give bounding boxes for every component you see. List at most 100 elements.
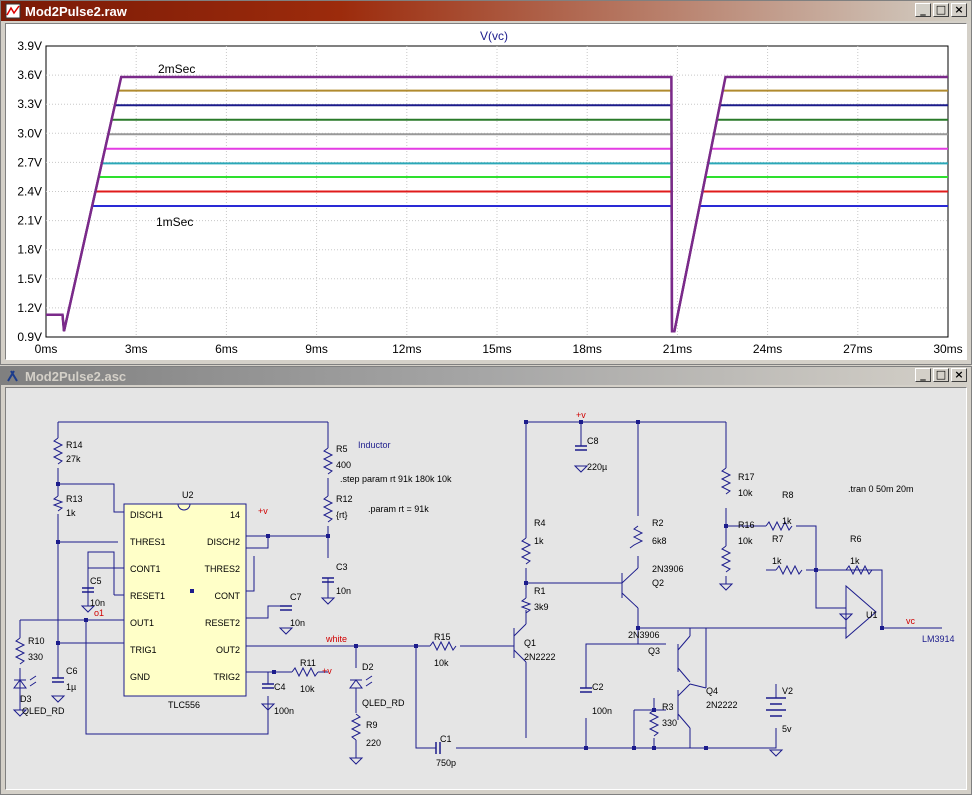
maximize-button[interactable]: □	[933, 3, 949, 17]
svg-text:R13: R13	[66, 494, 83, 504]
transistors	[513, 573, 679, 720]
y-tick-label: 2.4V	[17, 185, 42, 199]
inductor-label: Inductor	[358, 440, 391, 450]
svg-text:TRIG1: TRIG1	[130, 645, 157, 655]
svg-text:R8: R8	[782, 490, 794, 500]
y-tick-label: 0.9V	[17, 330, 42, 344]
svg-text:Q1: Q1	[524, 638, 536, 648]
svg-text:C3: C3	[336, 562, 348, 572]
schematic-pane[interactable]: DISCH1 THRES1 CONT1 RESET1 OUT1 TRIG1 GN…	[5, 387, 967, 790]
svg-text:CONT1: CONT1	[130, 564, 161, 574]
svg-text:R4: R4	[534, 518, 546, 528]
x-tick-label: 3ms	[125, 342, 148, 356]
svg-text:14: 14	[230, 510, 240, 520]
svg-text:R10: R10	[28, 636, 45, 646]
svg-text:CONT: CONT	[215, 591, 241, 601]
tran-directive[interactable]: .tran 0 50m 20m	[848, 484, 914, 494]
svg-text:C1: C1	[440, 734, 452, 744]
y-tick-label: 3.0V	[17, 126, 42, 140]
net-label-o1[interactable]: o1	[94, 608, 104, 618]
annotation-1msec: 1mSec	[156, 215, 193, 229]
svg-text:R3: R3	[662, 702, 674, 712]
step-directive[interactable]: .step param rt 91k 180k 10k	[340, 474, 452, 484]
minimize-button[interactable]: _	[915, 368, 931, 382]
svg-text:2N3906: 2N3906	[652, 564, 684, 574]
x-tick-label: 21ms	[663, 342, 692, 356]
svg-text:C5: C5	[90, 576, 102, 586]
svg-text:2N2222: 2N2222	[706, 700, 738, 710]
svg-text:27k: 27k	[66, 454, 81, 464]
svg-text:R12: R12	[336, 494, 353, 504]
svg-text:100n: 100n	[592, 706, 612, 716]
svg-text:R1: R1	[534, 586, 546, 596]
svg-text:THRES2: THRES2	[204, 564, 240, 574]
svg-text:6k8: 6k8	[652, 536, 667, 546]
svg-text:QLED_RD: QLED_RD	[22, 706, 65, 716]
close-button[interactable]: ×	[951, 3, 967, 17]
svg-text:TLC556: TLC556	[168, 700, 200, 710]
svg-text:U2: U2	[182, 490, 194, 500]
waveform-titlebar[interactable]: Mod2Pulse2.raw _ □ ×	[1, 1, 971, 21]
svg-text:1k: 1k	[772, 556, 782, 566]
svg-text:R9: R9	[366, 720, 378, 730]
capacitors	[52, 445, 592, 754]
svg-text:QLED_RD: QLED_RD	[362, 698, 405, 708]
net-label-white[interactable]: white	[325, 634, 347, 644]
ic-pin-labels: DISCH1 THRES1 CONT1 RESET1 OUT1 TRIG1 GN…	[130, 490, 240, 710]
svg-text:C6: C6	[66, 666, 78, 676]
svg-text:OUT2: OUT2	[216, 645, 240, 655]
svg-text:10k: 10k	[300, 684, 315, 694]
y-tick-label: 3.6V	[17, 68, 42, 82]
svg-text:3k9: 3k9	[534, 602, 549, 612]
svg-text:{rt}: {rt}	[336, 510, 348, 520]
resistors	[14, 437, 873, 741]
schematic-titlebar[interactable]: Mod2Pulse2.asc _ □ ×	[1, 367, 971, 385]
param-directive[interactable]: .param rt = 91k	[368, 504, 429, 514]
x-tick-label: 6ms	[215, 342, 238, 356]
svg-text:R6: R6	[850, 534, 862, 544]
svg-text:220µ: 220µ	[587, 462, 607, 472]
waveform-chart[interactable]: V(vc) 0.9V1.2V1.5V1.8V2.1V2.4V2.7V3.0V3.…	[6, 24, 967, 360]
svg-text:DISCH1: DISCH1	[130, 510, 163, 520]
svg-text:D2: D2	[362, 662, 374, 672]
minimize-button[interactable]: _	[915, 3, 931, 17]
close-button[interactable]: ×	[951, 368, 967, 382]
svg-text:RESET1: RESET1	[130, 591, 165, 601]
svg-text:10k: 10k	[434, 658, 449, 668]
series-line-top	[46, 75, 948, 333]
trace-label[interactable]: V(vc)	[480, 29, 508, 43]
x-tick-label: 0ms	[35, 342, 58, 356]
svg-text:330: 330	[28, 652, 43, 662]
y-axis-labels: 0.9V1.2V1.5V1.8V2.1V2.4V2.7V3.0V3.3V3.6V…	[17, 39, 42, 344]
schematic-canvas[interactable]: DISCH1 THRES1 CONT1 RESET1 OUT1 TRIG1 GN…	[6, 388, 967, 790]
opamp-u1[interactable]	[845, 584, 877, 640]
net-label-vc[interactable]: vc	[906, 616, 916, 626]
x-tick-label: 12ms	[392, 342, 421, 356]
svg-text:2N3906: 2N3906	[628, 630, 660, 640]
svg-text:TRIG2: TRIG2	[213, 672, 240, 682]
svg-text:R5: R5	[336, 444, 348, 454]
svg-text:R14: R14	[66, 440, 83, 450]
y-tick-label: 1.8V	[17, 243, 42, 257]
y-tick-label: 3.3V	[17, 97, 42, 111]
svg-text:400: 400	[336, 460, 351, 470]
svg-text:GND: GND	[130, 672, 151, 682]
waveform-title: Mod2Pulse2.raw	[25, 3, 127, 19]
svg-text:R15: R15	[434, 632, 451, 642]
voltage-source-v2[interactable]	[766, 697, 786, 717]
svg-text:C8: C8	[587, 436, 599, 446]
ic-tlc556[interactable]	[123, 503, 247, 697]
annotation-2msec: 2mSec	[158, 62, 195, 76]
maximize-button[interactable]: □	[933, 368, 949, 382]
svg-text:10k: 10k	[738, 488, 753, 498]
svg-text:330: 330	[662, 718, 677, 728]
x-tick-label: 15ms	[482, 342, 511, 356]
svg-text:1µ: 1µ	[66, 682, 76, 692]
svg-text:1k: 1k	[66, 508, 76, 518]
svg-text:R7: R7	[772, 534, 784, 544]
svg-text:10n: 10n	[290, 618, 305, 628]
